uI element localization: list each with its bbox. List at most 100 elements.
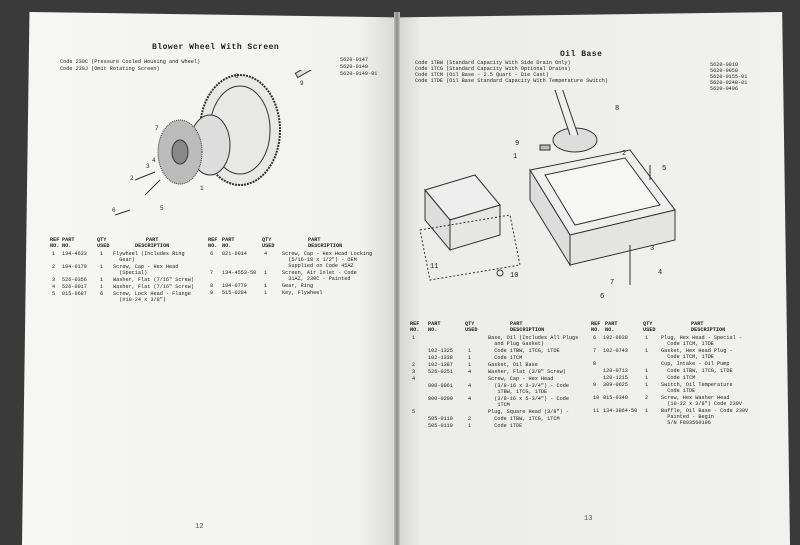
cell-qty: 1 [100, 277, 104, 283]
table-header: REF NO. PART NO. QTY USED PART DESCRIPTI… [591, 321, 776, 335]
callout-9: 9 [515, 140, 519, 148]
left-part-1: 5620-0147 [340, 57, 369, 63]
cell-ref: 6 [210, 251, 214, 257]
table-row: 120-1215 1 Code 1TCM [591, 375, 776, 382]
cell-ref: 4 [412, 376, 416, 382]
cell-part: 102-0938 [603, 335, 628, 341]
left-parts-table-b: REF NO. PART NO. QTY USED PART DESCRIPTI… [208, 237, 388, 297]
left-part-3: 5620-0149-01 [340, 71, 378, 77]
cell-qty: 6 [100, 291, 104, 297]
page-number-right: 13 [584, 515, 593, 523]
cell-desc: Screw, Cap - Hex Head [488, 376, 554, 382]
right-page [398, 12, 790, 545]
callout-3: 3 [146, 163, 150, 170]
cell-qty: 1 [645, 348, 649, 354]
cell-part: 505-0110 [428, 423, 453, 429]
left-part-2: 5620-0149 [340, 64, 369, 70]
cell-part: 120-0713 [603, 368, 628, 374]
cell-ref: 1 [412, 335, 416, 341]
cell-ref: 8 [593, 361, 597, 367]
cell-qty: 1 [100, 251, 104, 257]
cell-ref: 9 [210, 290, 214, 296]
callout-7: 7 [610, 279, 614, 287]
cell-desc: Switch, Oil Temperature Code 1TDE [661, 382, 733, 394]
cell-part: 800-0061 [428, 383, 453, 389]
cell-qty: 1 [645, 335, 649, 341]
right-codes: Code 1TBW (Standard Capacity With Side D… [415, 60, 608, 84]
right-part-4: 5620-0248-01 [710, 80, 748, 86]
table-row: 4 Screw, Cap - Hex Head [410, 376, 585, 383]
callout-3: 3 [650, 245, 654, 253]
cell-desc: Code 1TCM [661, 375, 696, 381]
cell-desc: Baffle, Oil Base - Code 230V Painted - B… [661, 408, 749, 426]
header-ref: REF NO. [591, 321, 601, 333]
cell-part: 815-0687 [62, 291, 87, 297]
header-ref: REF NO. [208, 237, 218, 249]
table-header: REF NO. PART NO. QTY USED PART DESCRIPTI… [410, 321, 585, 335]
cell-ref: 8 [210, 283, 214, 289]
cell-part: 120-1215 [603, 375, 628, 381]
table-row: 1 Base, Oil (Includes All Plugs and Plug … [410, 335, 585, 348]
cell-qty: 1 [645, 375, 649, 381]
cell-part: 102-0743 [603, 348, 628, 354]
cell-qty: 1 [264, 270, 268, 276]
cell-desc: Base, Oil (Includes All Plugs and Plug G… [488, 335, 579, 347]
cell-ref: 3 [52, 277, 56, 283]
header-part: PART NO. [605, 321, 618, 333]
cell-desc: Code 1TBW, 1TCG, 1TDE [488, 348, 560, 354]
cell-desc: Washer, Flat (7/16" Screw) [113, 284, 194, 290]
cell-qty: 1 [264, 290, 268, 296]
cell-qty: 1 [645, 368, 649, 374]
left-page-title: Blower Wheel With Screen [152, 43, 280, 52]
cell-desc: (3/8-16 x 5-3/4") - Code 1TCM [494, 396, 569, 408]
cell-part: 800-0200 [428, 396, 453, 402]
cell-qty: 4 [264, 251, 268, 257]
callout-4: 4 [658, 269, 662, 277]
left-code-1: Code 230C (Pressure Cooled Housing and W… [60, 59, 201, 65]
cell-part: 815-0340 [603, 395, 628, 401]
callout-4: 4 [152, 157, 156, 164]
callout-8: 8 [615, 105, 619, 113]
cell-ref: 10 [593, 395, 600, 401]
callout-9: 9 [300, 80, 304, 87]
callout-10: 10 [510, 272, 518, 280]
header-desc: PART DESCRIPTION [135, 237, 170, 249]
header-ref: REF NO. [50, 237, 60, 249]
callout-5: 5 [662, 165, 666, 173]
cell-part: 526-0356 [62, 277, 87, 283]
callout-5: 5 [160, 205, 164, 212]
left-parts-table-a: REF NO. PART NO. QTY USED PART DESCRIPTI… [50, 237, 210, 304]
cell-desc: (3/8-16 x 3-3/4") - Code 1TBW, 1TCG, 1TD… [494, 383, 569, 395]
callout-8: 8 [235, 73, 239, 80]
right-part-3: 5620-0155-01 [710, 74, 748, 80]
right-page-title: Oil Base [560, 50, 603, 59]
cell-ref: 4 [52, 284, 56, 290]
table-header: REF NO. PART NO. QTY USED PART DESCRIPTI… [208, 237, 388, 251]
right-parts-table-b: REF NO. PART NO. QTY USED PART DESCRIPTI… [591, 321, 776, 427]
header-qty: QTY USED [262, 237, 275, 249]
header-part: PART NO. [62, 237, 75, 249]
cell-desc: Code 1TBW, 1TCG, 1TCM [488, 416, 560, 422]
cell-part: 821-0014 [222, 251, 247, 257]
cell-desc: Screw, Hex Washer Head (10-32 x 3/8") Co… [661, 395, 742, 407]
cell-qty: 1 [100, 264, 104, 270]
cell-ref: 7 [210, 270, 214, 276]
cell-part: 134-4633 [62, 251, 87, 257]
cell-desc: Screw, Lock Head - Flange (#10-24 x 3/8"… [113, 291, 191, 303]
right-part-numbers: 5620-0010 5620-0050 5620-0155-01 5620-02… [710, 62, 747, 92]
cell-ref: 5 [52, 291, 56, 297]
cell-part: 134-4553-50 [222, 270, 257, 276]
